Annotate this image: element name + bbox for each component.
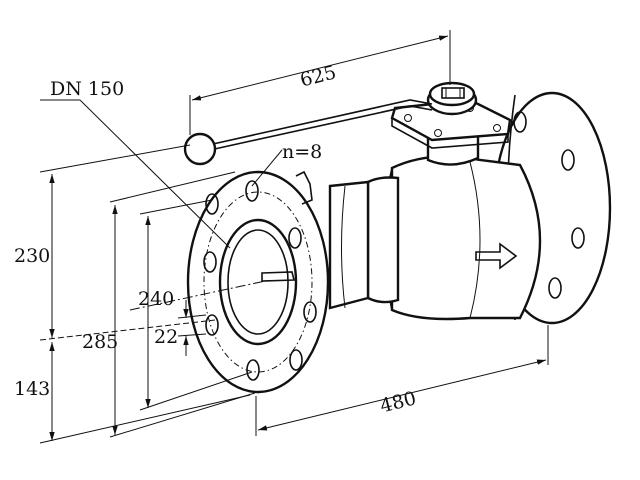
bolt-count-label: n=8	[282, 141, 322, 163]
dim-625: 625	[298, 61, 339, 91]
top-assembly	[390, 81, 512, 166]
dim-480: 480	[378, 387, 419, 417]
leader-lines	[40, 99, 283, 249]
valve-neck	[328, 176, 400, 310]
left-flange	[186, 170, 330, 394]
dim-22: 22	[154, 326, 178, 348]
valve-body	[382, 155, 542, 321]
dn-label: DN 150	[50, 78, 124, 100]
dimension-lines	[39, 30, 549, 444]
handle-lever	[183, 99, 433, 166]
dim-143: 143	[14, 378, 50, 400]
dim-285: 285	[82, 331, 118, 353]
dim-230: 230	[14, 245, 50, 267]
dim-240: 240	[138, 288, 174, 310]
flow-arrow-icon	[475, 242, 518, 270]
